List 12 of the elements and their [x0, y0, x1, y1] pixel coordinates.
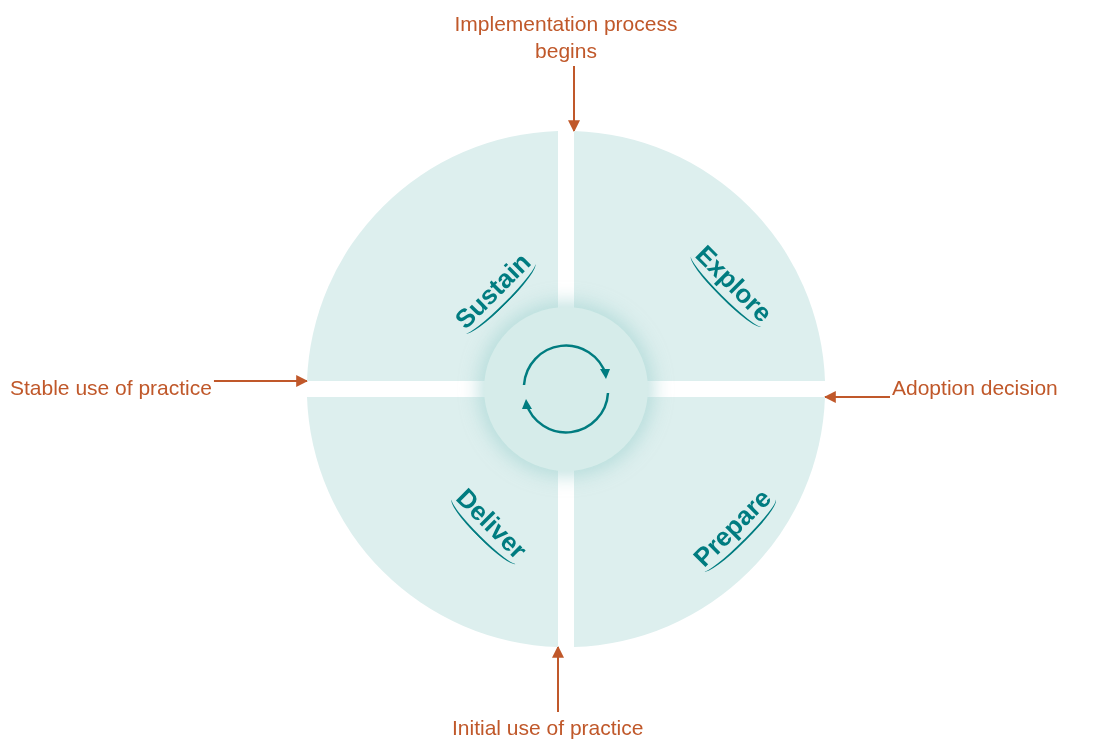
- phase-segment: [307, 131, 558, 381]
- phase-segment: [307, 397, 558, 647]
- arrow: [823, 391, 891, 403]
- arrow: [212, 375, 309, 387]
- arrow: [568, 65, 580, 133]
- phase-segment: [574, 131, 825, 381]
- milestone-label: Implementation process begins: [446, 10, 686, 64]
- milestone-label: Adoption decision: [892, 374, 1058, 401]
- milestone-label: Initial use of practice: [452, 714, 644, 740]
- phase-segment: [574, 397, 825, 647]
- milestone-label: Stable use of practice: [10, 374, 212, 401]
- arrow: [552, 645, 564, 713]
